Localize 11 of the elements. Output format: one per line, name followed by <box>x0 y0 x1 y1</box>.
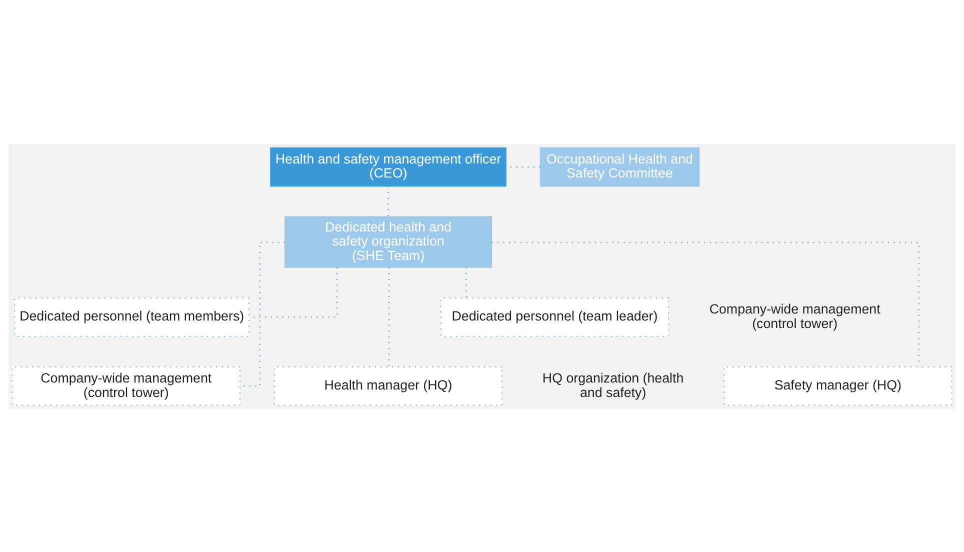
label: Company-wide management (control tower) <box>709 301 880 330</box>
node-box: Occupational Health and Safety Committee <box>540 146 700 186</box>
node-box: Safety manager (HQ) <box>724 366 952 406</box>
node-box: Dedicated personnel (team members) <box>14 297 250 336</box>
label: HQ organization (health and safety) <box>542 370 684 400</box>
node-box: Health manager (HQ) <box>274 366 503 406</box>
node-box: Health and safety management officer (CEO) <box>270 146 506 186</box>
node-box: Dedicated health and safety organization (SHE Team) <box>284 216 492 268</box>
connector <box>466 267 467 298</box>
node-box: Dedicated personnel (team leader) <box>440 297 670 336</box>
node-box: Company-wide management (control tower) <box>12 366 240 406</box>
